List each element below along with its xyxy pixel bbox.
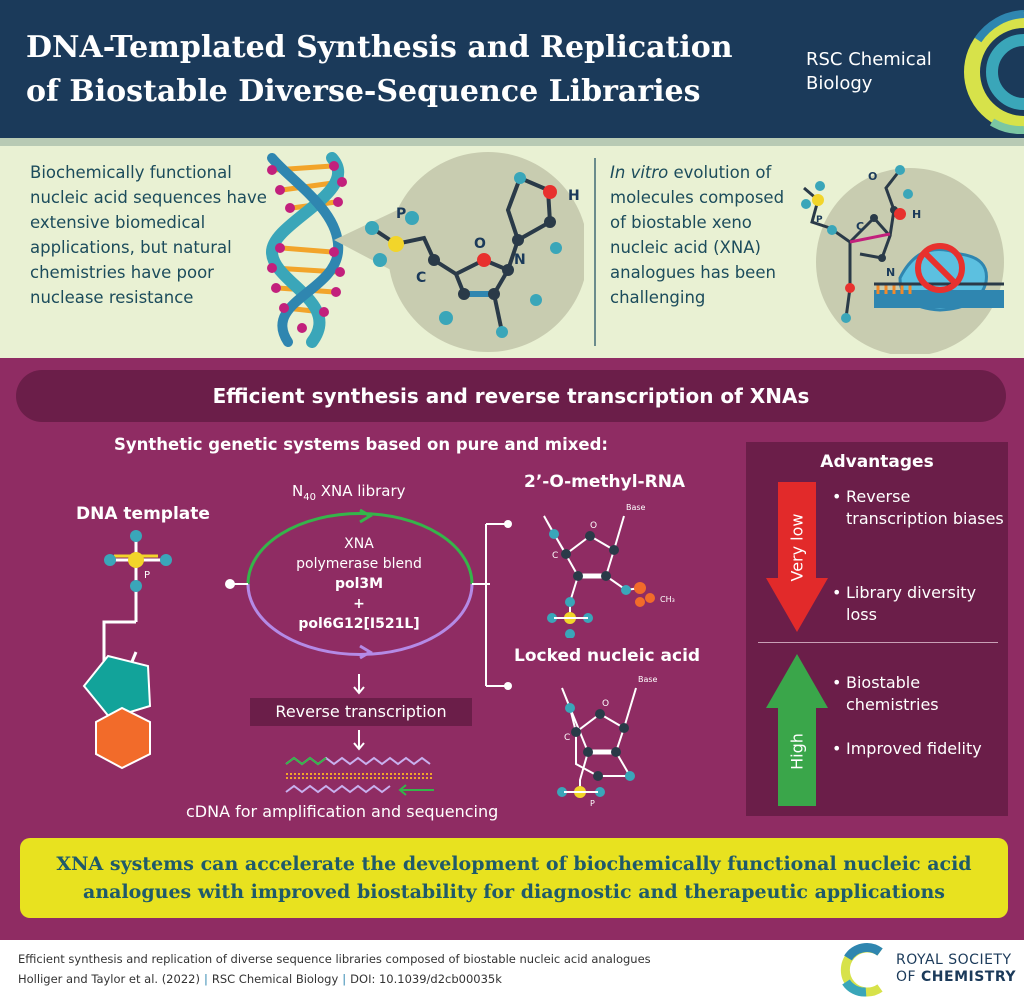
rsc-line2-bold: CHEMISTRY — [921, 969, 1017, 985]
lna-label: Locked nucleic acid — [514, 646, 701, 666]
section-banner: Efficient synthesis and reverse transcri… — [16, 370, 1006, 422]
polymerase-blend: XNA polymerase blend pol3M + pol6G12[I52… — [254, 534, 464, 634]
separator: | — [203, 972, 208, 986]
rsc-line2-prefix: OF — [896, 969, 922, 985]
dna-helix-icon — [265, 152, 347, 348]
xna-atom-label-p: P — [816, 215, 823, 225]
arrow-up-green-icon — [766, 654, 828, 806]
atom-label-o: O — [474, 236, 486, 252]
advantage-item: Library diversity loss — [832, 582, 1004, 626]
polymerase-cycle-icon — [225, 508, 490, 660]
template-atom-label-p: P — [144, 570, 150, 581]
ome-ch3-label: CH₃ — [660, 595, 675, 604]
advantages-title: Advantages — [820, 452, 934, 472]
page-title: DNA-Templated Synthesis and Replication … — [26, 30, 733, 109]
xna-atom-label-o: O — [868, 170, 877, 183]
polymerase-b: pol6G12[I521L] — [298, 616, 420, 632]
advantage-item: Improved fidelity — [832, 738, 1004, 760]
ome-c-label: C — [552, 551, 558, 561]
lna-o-label: O — [602, 699, 609, 709]
arrow-down-icon — [353, 730, 365, 751]
citation-details: Holliger and Taylor et al. (2022)|RSC Ch… — [18, 972, 502, 986]
ome-o-label: O — [590, 521, 597, 531]
advantages-divider — [758, 642, 998, 643]
polymerase-a: pol3M — [334, 576, 384, 592]
lna-p-label: P — [590, 799, 595, 808]
cdna-strands-icon — [285, 756, 434, 796]
header-stripe — [0, 138, 1024, 146]
nucleotide-zoom-icon: P C O N H — [334, 152, 584, 352]
rsc-line2: OF CHEMISTRY — [896, 969, 1016, 986]
ome-rna-label: 2’-O-methyl-RNA — [524, 472, 686, 492]
xna-polymerase-icon: O C N H P — [801, 165, 1004, 354]
arrow-down-icon — [353, 674, 365, 695]
atom-label-n: N — [514, 252, 526, 268]
library-label-suffix: XNA library — [315, 482, 406, 500]
branch-connector-icon — [485, 520, 512, 690]
journal-name: RSC Chemical Biology — [806, 49, 932, 94]
footer: Efficient synthesis and replication of d… — [0, 940, 1024, 1000]
lna-base-label: Base — [638, 675, 658, 684]
section-subhead: Synthetic genetic systems based on pure … — [114, 435, 609, 454]
high-label: High — [787, 733, 807, 770]
intro-divider — [594, 158, 596, 346]
advantages-panel: Advantages Very low Reverse transcriptio… — [746, 442, 1008, 816]
ome-rna-structure-icon: Base O C CH₃ — [543, 503, 675, 638]
nucleotide-template-icon: P — [82, 530, 172, 770]
library-label-prefix: N — [292, 482, 304, 500]
very-low-label: Very low — [787, 513, 807, 582]
citation-authors: Holliger and Taylor et al. (2022) — [18, 972, 200, 986]
cdna-label: cDNA for amplification and sequencing — [186, 802, 499, 821]
lna-c-label: C — [564, 733, 570, 743]
polymerase-line2: polymerase blend — [296, 556, 422, 572]
intro-right-text: In vitro evolution of molecules composed… — [610, 160, 790, 310]
xna-atom-label-n: N — [886, 266, 895, 279]
atom-label-p: P — [396, 206, 406, 222]
ome-base-label: Base — [626, 503, 646, 512]
main-panel: Efficient synthesis and reverse transcri… — [0, 358, 1024, 940]
intro-right-italic: In vitro — [610, 163, 669, 182]
polymerase-plus: + — [353, 596, 365, 612]
citation-doi: DOI: 10.1039/d2cb00035k — [350, 972, 502, 986]
xna-library-label: N40 XNA library — [292, 482, 452, 503]
lna-structure-icon: Base O C P — [557, 675, 658, 808]
atom-label-c: C — [416, 270, 426, 286]
arrow-down-red-icon — [766, 482, 828, 632]
dna-template-label: DNA template — [76, 504, 210, 524]
polymerase-line1: XNA — [344, 536, 374, 552]
intro-left-text: Biochemically functional nucleic acid se… — [30, 163, 267, 307]
atom-label-h: H — [568, 188, 580, 204]
journal-logo-icon — [964, 10, 1024, 134]
rsc-wordmark: ROYAL SOCIETY OF CHEMISTRY — [896, 952, 1016, 986]
header: DNA-Templated Synthesis and Replication … — [0, 0, 1024, 138]
separator: | — [342, 972, 347, 986]
rsc-logo-icon — [840, 943, 883, 997]
advantage-item: Reverse transcription biases — [832, 486, 1004, 530]
intro-band: Biochemically functional nucleic acid se… — [0, 146, 1024, 358]
reverse-transcription-box: Reverse transcription — [250, 698, 472, 726]
intro-right-rest: evolution of molecules composed of biost… — [610, 163, 785, 307]
citation-journal: RSC Chemical Biology — [211, 972, 339, 986]
library-label-sub: 40 — [303, 492, 316, 503]
xna-atom-label-h: H — [912, 208, 921, 221]
citation-title: Efficient synthesis and replication of d… — [18, 952, 651, 966]
xna-atom-label-c: C — [856, 220, 864, 233]
conclusion-box: XNA systems can accelerate the developme… — [20, 838, 1008, 918]
rsc-line1: ROYAL SOCIETY — [896, 952, 1012, 968]
advantage-item: Biostable chemistries — [832, 672, 1004, 716]
